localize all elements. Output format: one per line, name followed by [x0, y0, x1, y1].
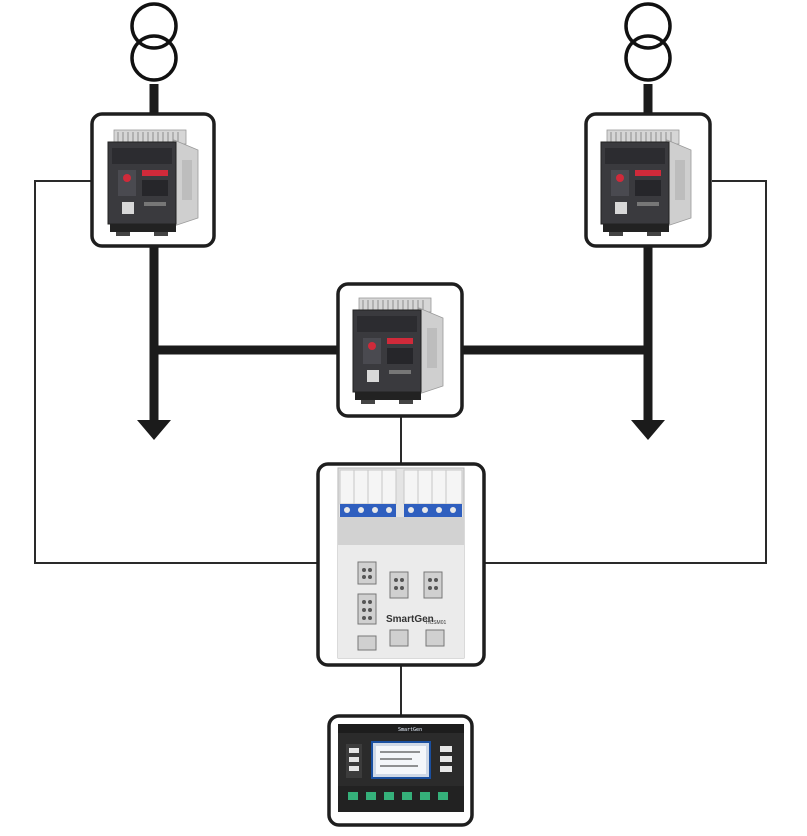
right-breaker[interactable]	[584, 112, 712, 248]
controller-icon: SmartGen	[338, 724, 464, 812]
left-breaker-icon	[107, 129, 199, 237]
left-load-arrow-icon	[137, 420, 171, 440]
module-model-label: HCSM01	[426, 620, 447, 626]
left-breaker[interactable]	[90, 112, 216, 248]
module-brand-label: SmartGen	[386, 614, 434, 625]
right-load-arrow-icon	[631, 420, 665, 440]
controller-brand-label: SmartGen	[398, 727, 422, 733]
controller[interactable]: SmartGen	[327, 714, 474, 827]
left-transformer-icon	[130, 2, 178, 82]
right-transformer-icon	[624, 2, 672, 82]
ats-module-icon: SmartGen HCSM01	[337, 467, 465, 659]
tie-breaker-icon	[352, 297, 444, 405]
right-breaker-icon	[600, 129, 692, 237]
left-control-line	[34, 180, 318, 564]
right-control-line	[484, 180, 767, 564]
control-wiring	[34, 180, 767, 716]
power-bus	[149, 84, 653, 424]
tie-breaker[interactable]	[336, 282, 464, 418]
ats-module[interactable]: SmartGen HCSM01	[316, 462, 486, 667]
